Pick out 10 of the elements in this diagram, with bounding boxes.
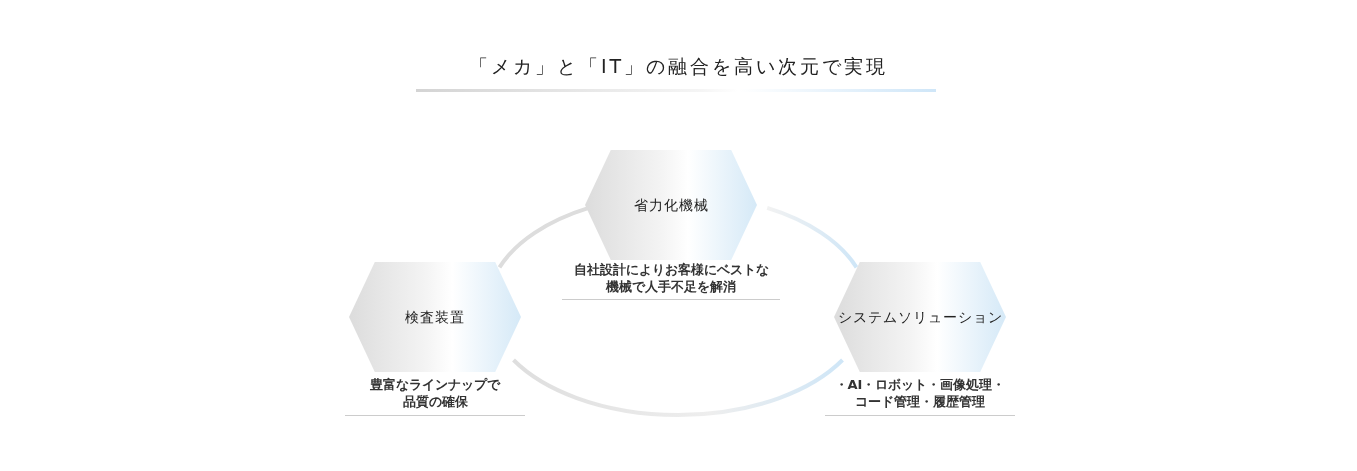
node-label: システムソリューション [837,308,1003,327]
ring-arc [766,206,859,269]
node-label: 検査装置 [405,308,465,327]
caption-text: ・AI・ロボット・画像処理・コード管理・履歴管理 [833,376,1007,410]
ring-arc [512,358,844,417]
node-label: 省力化機械 [633,196,709,215]
ring-arc [497,206,590,269]
caption-text: 豊富なラインナップで品質の確保 [369,376,502,410]
title: 「メカ」と「IT」の融合を高い次元で実現 [467,54,890,79]
caption-text: 自社設計によりお客様にベストな機械で人手不足を解消 [572,261,770,295]
